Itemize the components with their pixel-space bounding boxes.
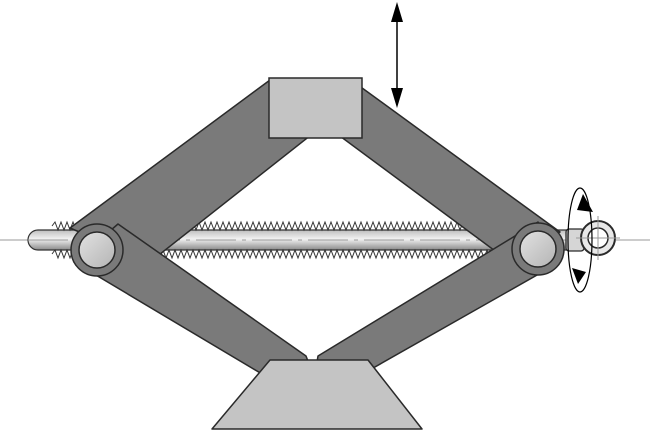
crank-eye: [565, 216, 620, 260]
top-saddle: [268, 77, 363, 139]
base-pedestal: [211, 359, 423, 430]
rotation-arrow: [567, 187, 593, 293]
lift-arrow: [391, 2, 403, 108]
left-pivot: [70, 223, 124, 277]
right-pivot: [511, 222, 565, 276]
